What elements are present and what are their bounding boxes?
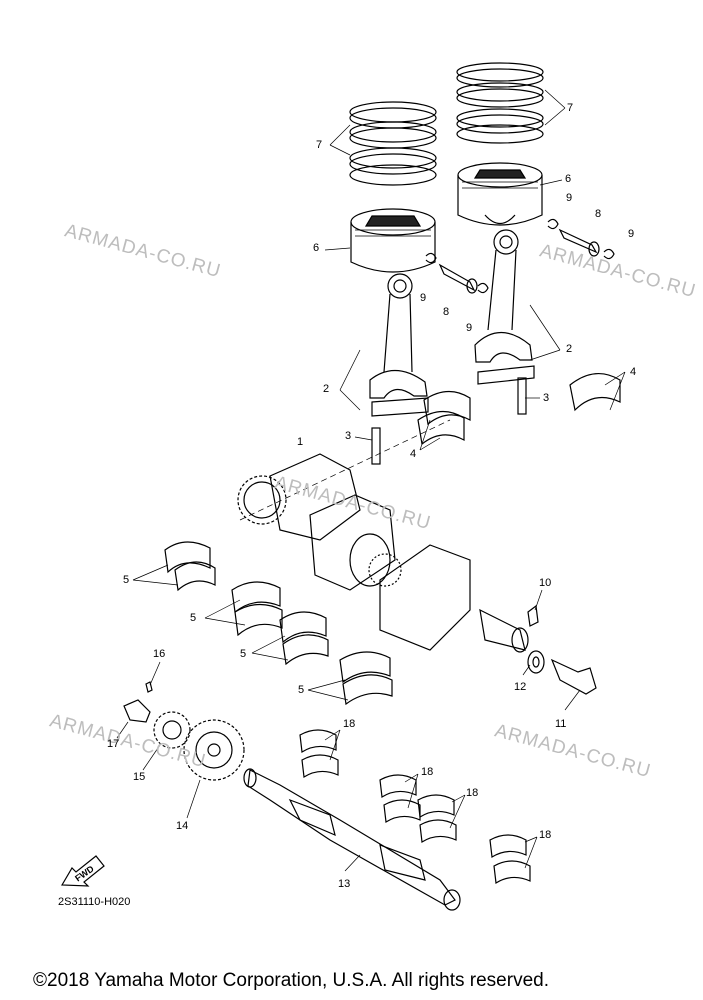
balancer-shaft bbox=[243, 768, 461, 911]
piston-rings-right bbox=[456, 62, 544, 144]
callout-18a: 18 bbox=[343, 718, 356, 730]
callout-7b: 7 bbox=[567, 102, 574, 114]
callout-8a: 8 bbox=[443, 306, 450, 318]
copyright-notice: ©2018 Yamaha Motor Corporation, U.S.A. A… bbox=[33, 970, 549, 991]
callout-2a: 2 bbox=[323, 383, 330, 395]
callout-6b: 6 bbox=[565, 173, 572, 185]
callout-13: 13 bbox=[338, 878, 351, 890]
callout-9a: 9 bbox=[420, 292, 427, 304]
callout-15: 15 bbox=[133, 771, 146, 783]
callout-18b: 18 bbox=[421, 766, 434, 778]
callout-8b: 8 bbox=[595, 208, 602, 220]
crankshaft bbox=[237, 419, 529, 653]
callout-12: 12 bbox=[514, 681, 527, 693]
callout-3a: 3 bbox=[345, 430, 352, 442]
fwd-arrow-icon: FWD bbox=[60, 855, 105, 887]
piston-right bbox=[457, 162, 543, 226]
callout-5a: 5 bbox=[123, 574, 130, 586]
crank-bolt-parts bbox=[527, 604, 597, 695]
piston-left bbox=[350, 208, 436, 273]
rod-bearings bbox=[417, 373, 621, 446]
callout-14: 14 bbox=[176, 820, 189, 832]
diagram-code: 2S31110-H020 bbox=[58, 896, 131, 908]
callout-11: 11 bbox=[555, 718, 567, 730]
callout-7a: 7 bbox=[316, 139, 323, 151]
callout-6a: 6 bbox=[313, 242, 320, 254]
callout-9c: 9 bbox=[566, 192, 573, 204]
callout-16: 16 bbox=[153, 648, 166, 660]
callout-9b: 9 bbox=[466, 322, 473, 334]
balancer-gears bbox=[123, 681, 245, 781]
crank-bearings bbox=[164, 541, 393, 706]
callout-1: 1 bbox=[297, 436, 304, 448]
piston-rings-left bbox=[349, 101, 437, 186]
callout-5b: 5 bbox=[190, 612, 197, 624]
callout-18c: 18 bbox=[466, 787, 479, 799]
callout-17: 17 bbox=[107, 738, 120, 750]
callout-4b: 4 bbox=[630, 366, 637, 378]
callout-5c: 5 bbox=[240, 648, 247, 660]
piston-pins bbox=[425, 218, 615, 294]
balancer-bearings bbox=[299, 729, 531, 885]
connecting-rod-left bbox=[369, 273, 429, 465]
leader-lines bbox=[116, 89, 626, 872]
callout-2b: 2 bbox=[566, 343, 573, 355]
callout-18d: 18 bbox=[539, 829, 552, 841]
callout-3b: 3 bbox=[543, 392, 550, 404]
callout-9d: 9 bbox=[628, 228, 635, 240]
callout-4a: 4 bbox=[410, 448, 417, 460]
connecting-rod-right bbox=[474, 229, 535, 415]
callout-10: 10 bbox=[539, 577, 552, 589]
callout-5d: 5 bbox=[298, 684, 305, 696]
